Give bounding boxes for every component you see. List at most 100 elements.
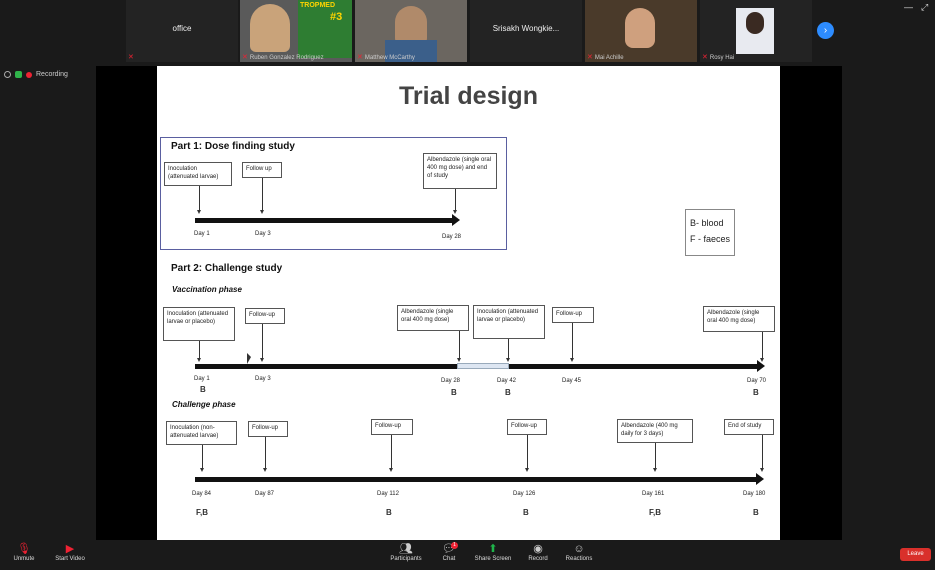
- video-off-icon: ▶︎: [65, 543, 75, 555]
- day-label: Day 112: [377, 491, 399, 497]
- sample-marker: F,B: [196, 508, 208, 517]
- record-icon: ◉: [533, 543, 543, 555]
- participant-video-body: [385, 40, 437, 62]
- event-tick: [655, 443, 656, 470]
- sample-legend: B- blood F - faeces: [685, 209, 735, 256]
- start-video-button[interactable]: ▶︎ Start Video: [52, 543, 88, 562]
- next-participants-button[interactable]: ›: [817, 22, 834, 39]
- chal-box-end: End of study: [724, 419, 774, 435]
- part2-heading: Part 2: Challenge study: [171, 263, 283, 274]
- reactions-label: Reactions: [565, 556, 593, 562]
- chal-box-inoculation: Inoculation (non-attenuated larvae): [166, 421, 237, 445]
- participant-tile-video[interactable]: ✕Matthew McCarthy: [355, 0, 467, 62]
- part1-box-followup: Follow up: [242, 162, 282, 178]
- mouse-cursor-icon: [247, 353, 251, 364]
- participant-tile-srisakh[interactable]: Srisakh Wongkie...: [470, 0, 582, 62]
- sample-marker: B: [451, 388, 457, 397]
- info-icon[interactable]: [4, 71, 11, 78]
- participant-video-face: [746, 12, 764, 34]
- participant-tile-video[interactable]: ✕Mai Achille: [585, 0, 697, 62]
- slide: Trial design Part 1: Dose finding study …: [157, 66, 780, 540]
- mic-muted-icon: ✕: [702, 54, 708, 61]
- participant-tile-video[interactable]: ✕Rosy Hai: [700, 0, 812, 62]
- timeline-arrow: [757, 360, 765, 372]
- vac-box-followup: Follow-up: [245, 308, 285, 324]
- mic-muted-icon: ✕: [587, 54, 593, 61]
- day-label: Day 28: [441, 378, 461, 384]
- day-label: Day 28: [442, 234, 462, 240]
- part1-box-albendazole: Albendazole (single oral 400 mg dose) an…: [423, 153, 497, 189]
- event-tick: [262, 324, 263, 360]
- participant-tile-video[interactable]: TROPMED #3 ✕Ruben Gonzalez Rodriguez: [240, 0, 352, 62]
- event-tick: [199, 341, 200, 360]
- leave-button[interactable]: Leave: [900, 548, 931, 561]
- minimize-icon[interactable]: —: [904, 2, 913, 12]
- vac-box-followup-2: Follow-up: [552, 307, 594, 323]
- part1-heading: Part 1: Dose finding study: [171, 141, 295, 152]
- reactions-button[interactable]: ☺︎ Reactions: [563, 543, 595, 562]
- sample-marker: B: [753, 508, 759, 517]
- chal-box-albendazole: Albendazole (400 mg daily for 3 days): [617, 419, 693, 443]
- security-shield-icon[interactable]: [15, 71, 22, 78]
- fullscreen-icon[interactable]: ⤢: [921, 2, 929, 12]
- tick-arrow: [760, 468, 764, 472]
- vac-box-inoculation-2: Inoculation (attenuated larvae or placeb…: [473, 305, 545, 339]
- participant-label: ✕Rosy Hai: [702, 54, 735, 61]
- participant-tile-office[interactable]: office ✕: [126, 0, 238, 62]
- event-banner-number: #3: [330, 11, 343, 23]
- tick-arrow: [197, 358, 201, 362]
- recording-label: Recording: [36, 71, 68, 78]
- event-tick: [455, 189, 456, 211]
- meeting-toolbar: 🎙︎ Unmute ▶︎ Start Video 👥︎ Participants…: [0, 541, 935, 570]
- participant-video-face: [250, 4, 290, 52]
- tick-arrow: [200, 468, 204, 472]
- participant-label: ✕Matthew McCarthy: [357, 54, 415, 61]
- share-screen-button[interactable]: ⬆︎ Share Screen: [474, 543, 512, 562]
- unmute-label: Unmute: [13, 556, 35, 562]
- day-label: Day 45: [562, 378, 582, 384]
- day-label: Day 3: [255, 376, 271, 382]
- share-screen-label: Share Screen: [474, 556, 512, 562]
- participants-button[interactable]: 👥︎ Participants: [389, 543, 423, 562]
- participants-icon: 👥︎: [399, 543, 413, 555]
- event-tick: [199, 186, 200, 211]
- day-label: Day 84: [192, 491, 212, 497]
- recording-indicator[interactable]: Recording: [4, 71, 68, 78]
- vaccination-phase-heading: Vaccination phase: [172, 285, 242, 294]
- vaccination-timeline-1: [195, 364, 457, 369]
- sample-marker: B: [523, 508, 529, 517]
- reactions-icon: ☺︎: [573, 543, 585, 555]
- day-label: Day 70: [747, 378, 767, 384]
- tick-arrow: [260, 358, 264, 362]
- unmute-button[interactable]: 🎙︎ Unmute: [10, 543, 38, 562]
- recording-dot-icon: [26, 71, 32, 78]
- event-tick: [262, 178, 263, 211]
- tick-arrow: [263, 468, 267, 472]
- mic-muted-icon: ✕: [357, 54, 363, 61]
- legend-faeces: F - faeces: [690, 234, 731, 244]
- challenge-phase-heading: Challenge phase: [172, 400, 236, 409]
- event-tick: [762, 332, 763, 360]
- share-screen-icon: ⬆︎: [488, 543, 498, 555]
- tick-arrow: [457, 358, 461, 362]
- participant-name: office: [172, 24, 192, 33]
- event-tick: [391, 435, 392, 470]
- record-button[interactable]: ◉ Record: [526, 543, 550, 562]
- record-label: Record: [528, 556, 548, 562]
- day-label: Day 1: [194, 231, 210, 237]
- legend-blood: B- blood: [690, 218, 724, 228]
- tick-arrow: [260, 210, 264, 214]
- tick-arrow: [453, 210, 457, 214]
- participant-video-face: [625, 8, 655, 48]
- tick-arrow: [570, 358, 574, 362]
- start-video-label: Start Video: [55, 556, 85, 562]
- event-tick: [459, 331, 460, 360]
- mic-muted-icon: ✕: [128, 54, 134, 61]
- sample-marker: B: [386, 508, 392, 517]
- sample-marker: B: [505, 388, 511, 397]
- day-label: Day 87: [255, 491, 275, 497]
- vac-box-albendazole: Albendazole (single oral 400 mg dose): [397, 305, 469, 331]
- event-tick: [572, 323, 573, 360]
- challenge-timeline: [195, 477, 757, 482]
- part1-frame: [160, 137, 507, 250]
